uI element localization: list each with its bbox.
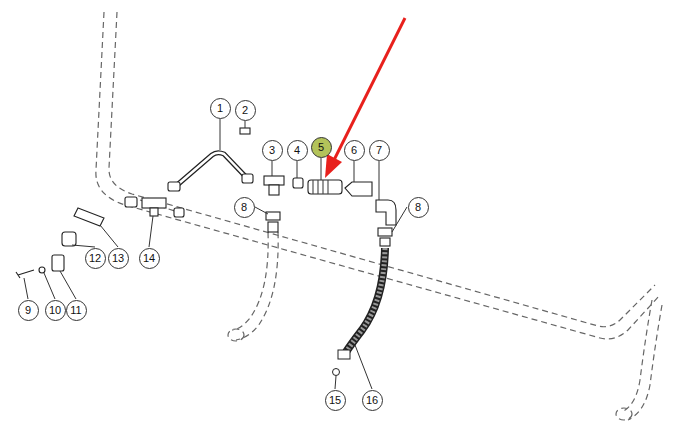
callout-text: 1 bbox=[217, 103, 223, 114]
callout-number: 9 bbox=[18, 300, 39, 321]
callout-text: 11 bbox=[70, 305, 81, 316]
callout-text: 6 bbox=[351, 145, 357, 156]
callout-text: 4 bbox=[294, 145, 300, 156]
callout-text: 15 bbox=[329, 395, 341, 406]
callout-number: 1 bbox=[210, 98, 231, 119]
callout-number: 15 bbox=[325, 390, 346, 411]
callout-text: 5 bbox=[318, 142, 324, 153]
callout-text: 2 bbox=[242, 105, 248, 116]
callout-text: 8 bbox=[415, 202, 421, 213]
callout-text: 7 bbox=[376, 145, 382, 156]
callout-number: 8 bbox=[234, 197, 255, 218]
callout-number: 14 bbox=[139, 248, 160, 269]
callout-text: 8 bbox=[241, 202, 247, 213]
callout-text: 3 bbox=[269, 145, 275, 156]
callout-text: 10 bbox=[49, 305, 61, 316]
callout-number: 7 bbox=[369, 140, 390, 161]
callout-text: 14 bbox=[143, 253, 155, 264]
callout-number: 13 bbox=[108, 248, 129, 269]
callout-number: 16 bbox=[362, 390, 383, 411]
callout-number: 6 bbox=[344, 140, 365, 161]
callout-number: 8 bbox=[408, 197, 429, 218]
callout-text: 13 bbox=[112, 253, 124, 264]
callout-text: 16 bbox=[366, 395, 378, 406]
callout-number: 5 bbox=[311, 137, 332, 158]
callout-text: 12 bbox=[89, 253, 101, 264]
callout-number: 11 bbox=[66, 300, 87, 321]
callout-text: 9 bbox=[25, 305, 31, 316]
callout-number: 10 bbox=[45, 300, 66, 321]
callout-number: 4 bbox=[287, 140, 308, 161]
callout-number: 3 bbox=[262, 140, 283, 161]
callout-number: 2 bbox=[235, 100, 256, 121]
callout-number: 12 bbox=[85, 248, 106, 269]
